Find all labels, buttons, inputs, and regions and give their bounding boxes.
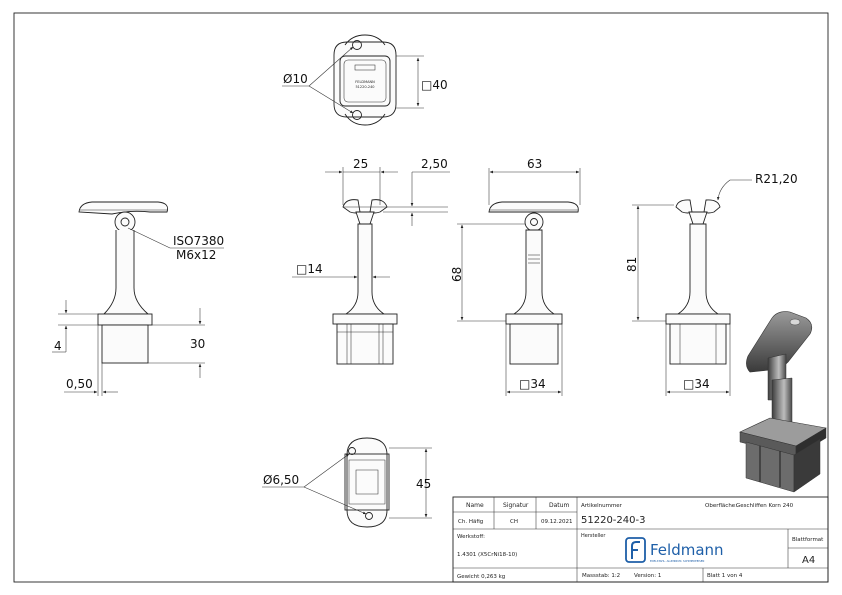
top-square-dim: □40 — [421, 78, 448, 92]
right-view: R21,20 81 □34 — [625, 172, 798, 396]
tb-format-label: Blattformat — [792, 537, 824, 543]
screw-spec-line2: M6x12 — [176, 248, 216, 262]
tb-name: Ch. Häfig — [458, 519, 483, 525]
screw-spec-line1: ISO7380 — [173, 234, 224, 248]
tb-signature: CH — [510, 519, 518, 525]
tb-weight: Gewicht 0,263 kg — [457, 574, 505, 580]
brand-tagline: EDELSTAHL. ALUMINIUM. SCHMIEDEEISEN — [650, 559, 704, 563]
flange-thickness-dim: 4 — [54, 339, 62, 353]
saddle-length-dim: 63 — [527, 157, 542, 171]
saddle-thickness-dim: 2,50 — [421, 157, 448, 171]
tb-manufacturer-label: Hersteller — [581, 533, 606, 539]
top-hole-dim: Ø10 — [283, 72, 308, 86]
tb-col-signature: Signatur — [503, 502, 529, 509]
right-base-dim: □34 — [683, 377, 710, 391]
tube-square-dim: □14 — [296, 262, 323, 276]
tb-article-number: 51220-240-3 — [581, 515, 645, 526]
offset-dim: 0,50 — [66, 377, 93, 391]
tb-material-value: 1.4301 (X5CrNi18-10) — [457, 552, 517, 558]
side-view: ISO7380 M6x12 4 30 0,50 — [52, 201, 224, 396]
sheet-border — [13, 12, 829, 583]
center-base-dim: □34 — [519, 377, 546, 391]
tb-date: 09.12.2021 — [541, 519, 573, 525]
saddle-width-dim: 25 — [353, 157, 368, 171]
tb-format-value: A4 — [802, 555, 815, 566]
bottom-hole-dim: Ø6,50 — [263, 473, 299, 487]
tb-version: Version: 1 — [634, 573, 661, 579]
tb-surface-value: Geschliffen Korn 240 — [736, 503, 794, 509]
insert-height-dim: 30 — [190, 337, 205, 351]
tb-scale: Massstab: 1:2 — [582, 573, 620, 579]
feldmann-logo: Feldmann EDELSTAHL. ALUMINIUM. SCHMIEDEE… — [625, 537, 724, 563]
isometric-render — [739, 311, 827, 493]
center-height-dim: 68 — [450, 267, 464, 282]
top-view: FELDMANN 51220-240 □40 Ø10 — [282, 34, 448, 126]
front-view: 25 2,50 □14 — [292, 157, 450, 365]
tb-sheet: Blatt 1 von 4 — [707, 573, 743, 579]
bottom-length-dim: 45 — [416, 477, 431, 491]
total-height-dim: 81 — [625, 257, 639, 272]
tb-surface-label: Oberfläche: — [705, 503, 737, 509]
tb-article-label: Artikelnummer — [581, 503, 623, 509]
center-view: 63 68 □34 — [450, 157, 581, 396]
tb-col-date: Datum — [549, 502, 569, 509]
brand-name: Feldmann — [650, 541, 724, 559]
tb-col-name: Name — [466, 502, 484, 509]
title-block: Name Signatur Datum Ch. Häfig CH 09.12.2… — [452, 496, 829, 583]
svg-text:FELDMANN: FELDMANN — [355, 80, 375, 84]
tb-material-label: Werkstoff: — [457, 534, 485, 540]
saddle-radius-dim: R21,20 — [755, 172, 798, 186]
bottom-view: Ø6,50 45 — [262, 437, 432, 528]
svg-text:51220-240: 51220-240 — [355, 85, 374, 89]
